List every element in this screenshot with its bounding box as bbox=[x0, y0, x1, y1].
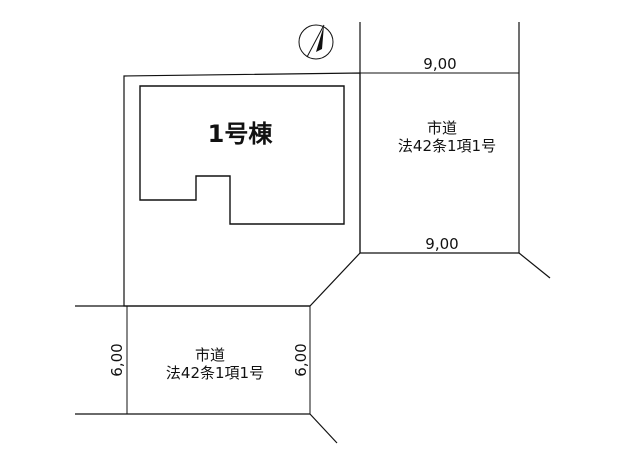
dimension-south-left: 6,00 bbox=[108, 343, 126, 376]
south-road-label-line1: 市道 bbox=[195, 346, 225, 364]
south-road bbox=[75, 305, 338, 444]
south-road-label-line2: 法42条1項1号 bbox=[166, 364, 264, 382]
east-road-label-line1: 市道 bbox=[427, 119, 457, 137]
dimension-south-right: 6,00 bbox=[292, 343, 310, 376]
dimension-east-top: 9,00 bbox=[423, 55, 456, 73]
east-road bbox=[359, 22, 551, 279]
dimension-east-bottom: 9,00 bbox=[425, 235, 458, 253]
lot-boundary bbox=[123, 72, 361, 307]
building-footprint bbox=[139, 85, 345, 225]
building-label: 1号棟 bbox=[208, 120, 274, 148]
north-arrow-icon bbox=[298, 24, 334, 60]
east-road-label-line2: 法42条1項1号 bbox=[398, 137, 496, 155]
